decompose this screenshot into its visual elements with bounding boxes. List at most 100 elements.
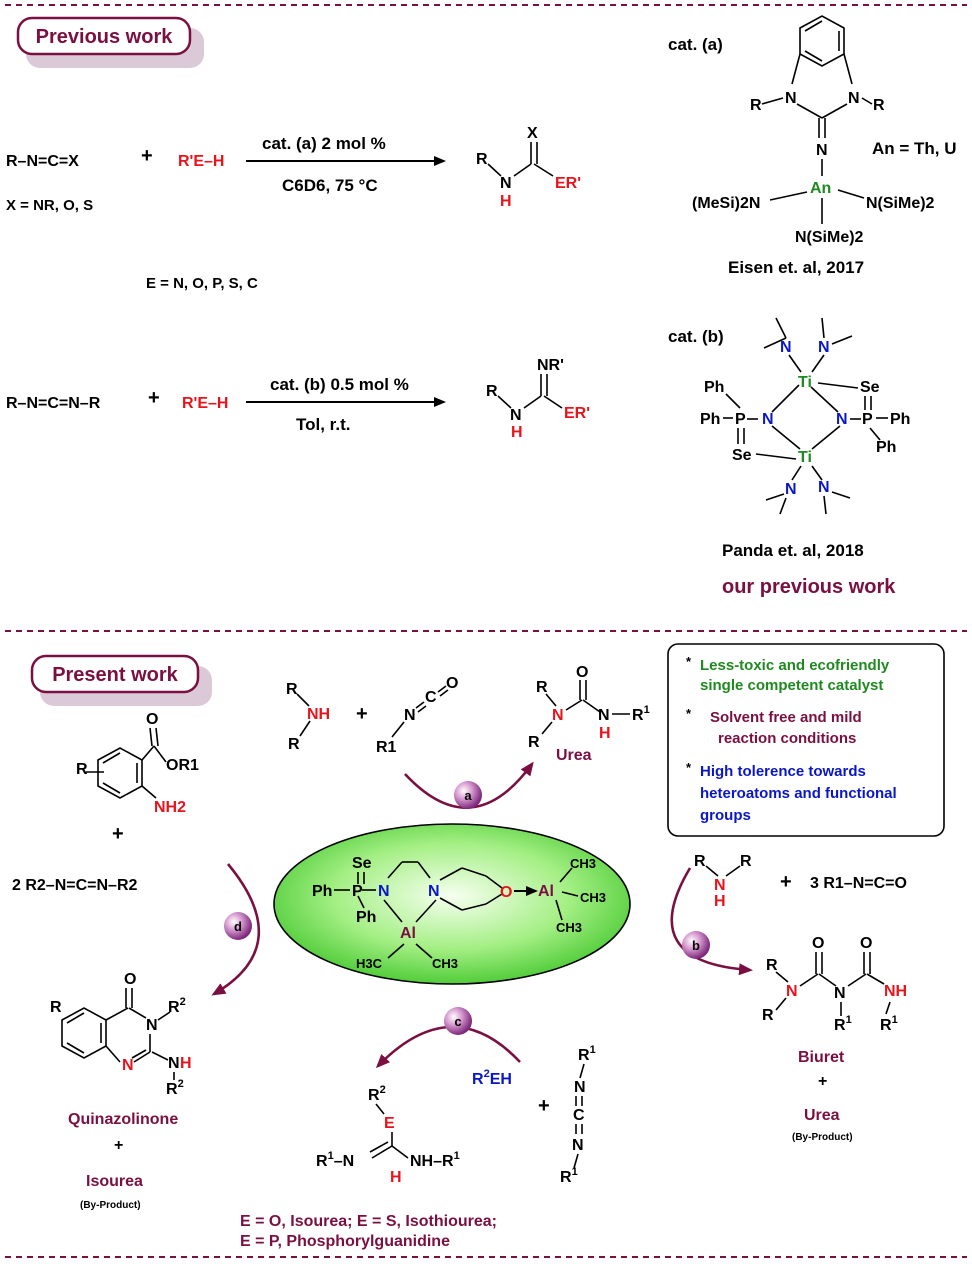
svg-text:a: a <box>464 788 472 803</box>
c-legend-2: E = P, Phosphorylguanidine <box>240 1233 450 1250</box>
svg-text:+: + <box>112 823 124 845</box>
svg-text:CH3: CH3 <box>580 890 606 905</box>
svg-text:O: O <box>446 675 458 692</box>
svg-text:NH2: NH2 <box>154 799 186 816</box>
cycle-c-badge <box>444 1007 472 1035</box>
svg-text:Ph: Ph <box>700 411 720 428</box>
cat-a-citation: Eisen et. al, 2017 <box>728 258 864 277</box>
svg-text:R: R <box>740 853 752 870</box>
svg-text:R: R <box>766 957 778 974</box>
svg-text:N: N <box>428 883 440 900</box>
svg-text:N: N <box>780 339 792 356</box>
svg-text:H: H <box>180 1055 192 1072</box>
svg-text:c: c <box>454 1014 461 1029</box>
svg-text:C: C <box>573 1107 585 1124</box>
svg-text:R: R <box>528 734 540 751</box>
svg-text:H: H <box>714 893 726 910</box>
present-work-tag: Present work <box>30 654 212 706</box>
svg-text:R: R <box>750 97 762 114</box>
feature-1-line-1: Less-toxic and ecofriendly <box>700 657 890 674</box>
biuret-label: Biuret <box>798 1049 845 1066</box>
svg-text:P: P <box>352 883 363 900</box>
svg-text:R: R <box>286 681 298 698</box>
svg-text:Ph: Ph <box>890 411 910 428</box>
feature-3-line-2: heteroatoms and functional <box>700 785 897 802</box>
svg-text:H: H <box>599 725 611 742</box>
svg-text:O: O <box>812 935 824 952</box>
features-box: * Less-toxic and ecofriendly single comp… <box>667 643 945 837</box>
feature-2-line-1: Solvent free and mild <box>710 709 862 726</box>
svg-text:OR1: OR1 <box>166 757 199 774</box>
svg-text:R1: R1 <box>578 1044 596 1064</box>
svg-text:H: H <box>500 193 512 210</box>
svg-text:R: R <box>762 1007 774 1024</box>
reaction-b: R–N=C=N–R + R'E–H cat. (b) 0.5 mol % Tol… <box>6 357 590 441</box>
svg-text:d: d <box>234 919 242 934</box>
svg-text:R: R <box>476 151 488 168</box>
present-work-label: Present work <box>52 664 178 686</box>
svg-text:R: R <box>873 97 885 114</box>
cat-b-citation: Panda et. al, 2018 <box>722 541 864 560</box>
c-legend-1: E = O, Isourea; E = S, Isothiourea; <box>240 1213 497 1230</box>
ti-bottom: Ti <box>798 449 812 466</box>
svg-text:Se: Se <box>732 447 752 464</box>
quinazolinone-label: Quinazolinone <box>68 1111 178 1128</box>
catalyst-b: cat. (b) N N Ti Se N N Ti P Ph Ph Se P <box>668 317 910 598</box>
svg-text:N: N <box>574 1079 586 1096</box>
svg-text:N: N <box>818 479 830 496</box>
carbodiimide-reactant: R–N=C=N–R <box>6 395 101 412</box>
svg-text:NH–R1: NH–R1 <box>410 1150 460 1170</box>
imine-n: N <box>816 142 828 159</box>
svg-text:NH: NH <box>884 983 907 1000</box>
svg-text:N: N <box>122 1057 134 1074</box>
our-previous-work: our previous work <box>722 576 896 598</box>
cycle-b-badge <box>682 931 710 959</box>
svg-text:X: X <box>527 125 538 142</box>
biuret-byproduct: (By-Product) <box>792 1132 853 1143</box>
cycle-b-reactants: R N H R + 3 R1–N=C=O <box>694 853 907 910</box>
cycle-arrows: a b c d <box>211 761 753 1069</box>
reagent-b: R'E–H <box>182 395 228 412</box>
plus-a: + <box>141 145 153 167</box>
svg-text:N: N <box>598 707 610 724</box>
reaction-a: R–N=C=X X = NR, O, S + R'E–H cat. (a) 2 … <box>6 125 581 292</box>
svg-text:+: + <box>356 703 368 725</box>
urea-label: Urea <box>556 747 592 764</box>
svg-text:R: R <box>486 383 498 400</box>
svg-text:*: * <box>686 706 692 721</box>
svg-text:+: + <box>538 1095 550 1117</box>
svg-text:Ph: Ph <box>312 883 332 900</box>
al-left: Al <box>400 925 416 942</box>
svg-text:N: N <box>762 411 774 428</box>
svg-text:N: N <box>848 90 860 107</box>
svg-text:R: R <box>288 736 300 753</box>
previous-work-label: Previous work <box>36 26 174 48</box>
svg-text:N: N <box>500 175 512 192</box>
plus-b: + <box>148 387 160 409</box>
condition-a-top: cat. (a) 2 mol % <box>262 134 386 153</box>
x-definition: X = NR, O, S <box>6 197 93 214</box>
svg-text:CH3: CH3 <box>570 856 596 871</box>
b-isocyanate: 3 R1–N=C=O <box>810 875 907 892</box>
svg-text:R: R <box>76 761 88 778</box>
svg-text:R2: R2 <box>166 1078 184 1098</box>
svg-text:CH3: CH3 <box>432 956 458 971</box>
svg-text:P: P <box>735 411 746 428</box>
svg-text:Ph: Ph <box>356 909 376 926</box>
svg-text:*: * <box>686 654 692 669</box>
condition-a-bottom: C6D6, 75 °C <box>282 176 378 195</box>
isocyanate-reactant: R–N=C=X <box>6 153 79 170</box>
svg-text:Ph: Ph <box>876 439 896 456</box>
quinazolinone-product: R O N R2 N N H R2 Quinazolinone + Isoure… <box>50 971 192 1211</box>
svg-text:N: N <box>552 707 564 724</box>
svg-text:NH: NH <box>307 706 330 723</box>
svg-text:O: O <box>500 884 512 901</box>
svg-text:R1: R1 <box>632 704 650 724</box>
svg-text:N: N <box>785 481 797 498</box>
cycle-a-reactants: R NH R + R1 N C O <box>286 675 458 756</box>
cat-a-bottom-ligand: N(SiMe)2 <box>795 229 864 246</box>
svg-text:R: R <box>536 679 548 696</box>
svg-text:*: * <box>686 760 692 775</box>
svg-text:R1: R1 <box>560 1166 578 1186</box>
e-definition: E = N, O, P, S, C <box>146 275 258 292</box>
